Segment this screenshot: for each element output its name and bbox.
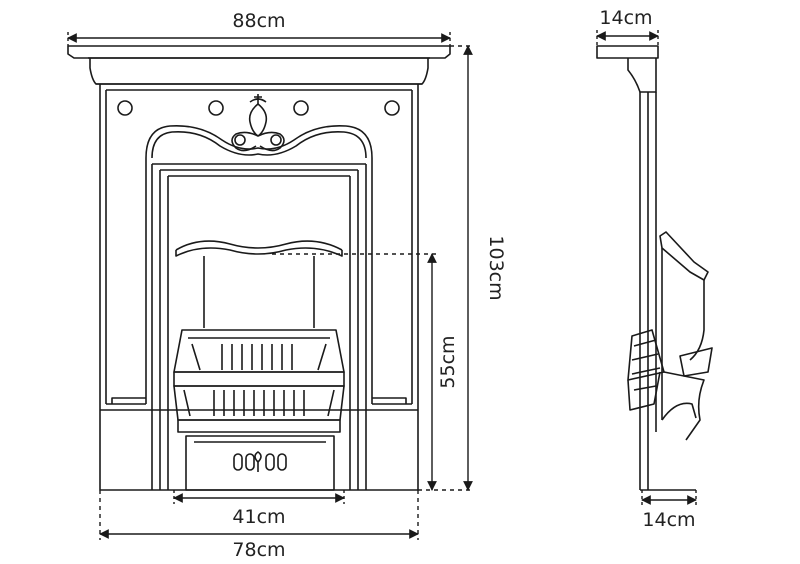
fleur-ornament (231, 94, 285, 152)
grate-bars (183, 343, 335, 417)
opening-frame (151, 163, 367, 490)
fire-grate (173, 329, 345, 433)
opening-width-label: 41cm (232, 506, 285, 528)
ashpan-front (185, 435, 335, 491)
arched-frieze (106, 124, 412, 405)
canopy (175, 240, 343, 328)
overall-width-label: 88cm (232, 10, 285, 32)
front-view (67, 45, 451, 491)
side-view (596, 45, 713, 491)
side-body (639, 92, 696, 491)
side-canopy (659, 231, 709, 420)
opening-height-label: 55cm (437, 335, 459, 388)
decorative-roundels (117, 100, 400, 116)
side-grate (627, 329, 713, 441)
side-mantel (596, 45, 659, 93)
overall-height-label: 103cm (485, 235, 507, 300)
surround-frame (99, 84, 419, 491)
dimension-labels: 88cm 103cm 55cm 41cm 78cm 14cm 14cm (232, 7, 695, 561)
mantel-depth-label: 14cm (599, 7, 652, 29)
base-depth-label: 14cm (642, 509, 695, 531)
base-width-label: 78cm (232, 539, 285, 561)
dimension-lines (67, 30, 697, 540)
mantel-shelf (67, 45, 451, 85)
